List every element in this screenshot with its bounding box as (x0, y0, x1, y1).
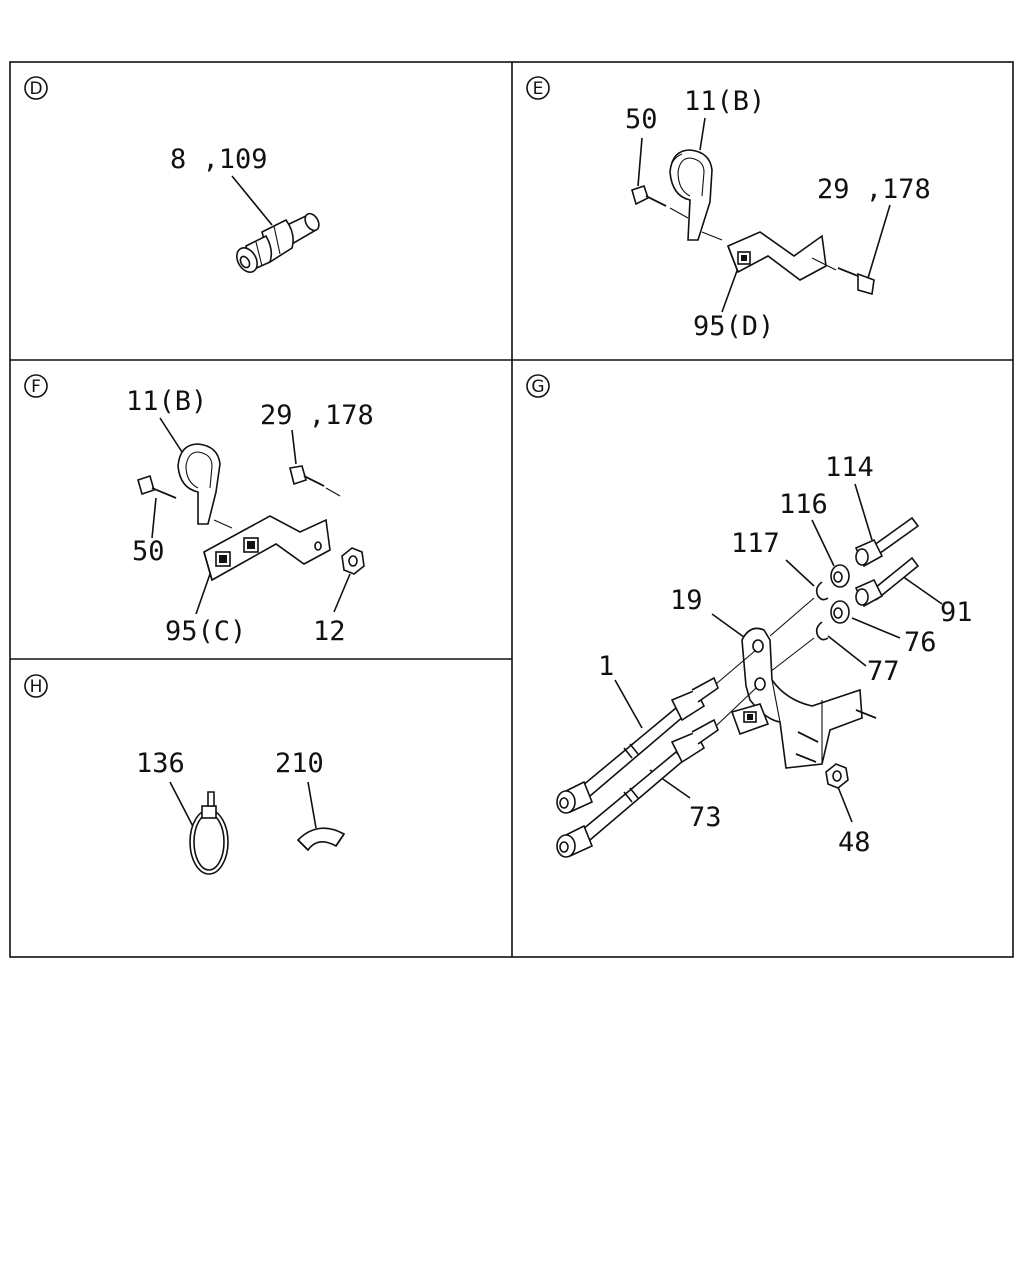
panel-marker-h: H (24, 674, 48, 698)
svg-text:E: E (533, 79, 544, 99)
panel-marker-e: E (526, 76, 550, 100)
washer-icon (815, 581, 829, 641)
panel-marker-d: D (24, 76, 48, 100)
part-label-77: 77 (867, 656, 900, 687)
part-label-114: 114 (825, 452, 874, 483)
hose-icon (854, 516, 920, 608)
bracket-icon (730, 627, 863, 769)
part-label-76: 76 (904, 627, 937, 658)
panel-g: G 114 116 117 91 19 76 1 77 73 48 (526, 374, 973, 858)
bolt-icon (289, 465, 325, 487)
part-label-11b: 11(B) (126, 386, 207, 417)
fitting-icon (236, 212, 320, 273)
part-label-95d: 95(D) (693, 311, 774, 342)
part-label-29-178: 29 ,178 (260, 400, 374, 431)
hose-icon (556, 676, 719, 814)
part-label-116: 116 (779, 489, 828, 520)
bracket-icon (726, 231, 827, 281)
panel-marker-g: G (526, 374, 550, 398)
bracket-icon (203, 515, 331, 582)
part-label-19: 19 (670, 585, 703, 616)
part-label-48: 48 (838, 827, 871, 858)
hose-icon (556, 718, 719, 858)
panel-grid (9, 61, 1014, 958)
part-label-50: 50 (132, 536, 165, 567)
svg-text:F: F (31, 377, 41, 397)
cable-tie-icon (189, 791, 229, 875)
clip-icon (177, 443, 221, 525)
part-label-210: 210 (275, 748, 324, 779)
nut-icon (825, 763, 849, 789)
part-label-73: 73 (689, 802, 722, 833)
part-label-117: 117 (731, 528, 780, 559)
bolt-icon (837, 267, 875, 296)
svg-text:D: D (29, 79, 42, 99)
panel-marker-f: F (24, 374, 48, 398)
panel-h: H 136 210 (24, 674, 346, 875)
protector-icon (296, 827, 346, 852)
part-label-50: 50 (625, 104, 658, 135)
part-label-1: 1 (598, 651, 614, 682)
part-label-95c: 95(C) (165, 616, 246, 647)
nut-icon (341, 547, 365, 575)
svg-text:G: G (531, 377, 544, 397)
panel-f: F 11(B) 29 ,178 50 95(C) 12 (24, 374, 374, 647)
bolt-icon (137, 474, 177, 499)
part-label-91: 91 (940, 597, 973, 628)
bolt-icon (631, 184, 667, 207)
bolt-icon (795, 709, 877, 763)
part-label-8-109: 8 ,109 (170, 144, 268, 175)
part-label-11b: 11(B) (684, 86, 765, 117)
part-label-136: 136 (136, 748, 185, 779)
part-label-29-178: 29 ,178 (817, 174, 931, 205)
part-label-12: 12 (313, 616, 346, 647)
svg-text:H: H (30, 677, 43, 697)
clip-icon (669, 149, 713, 241)
panel-e: E 50 11(B) 29 ,178 95(D) (526, 76, 931, 342)
panel-d: D 8 ,109 (24, 76, 320, 273)
nut-icon (830, 564, 850, 624)
